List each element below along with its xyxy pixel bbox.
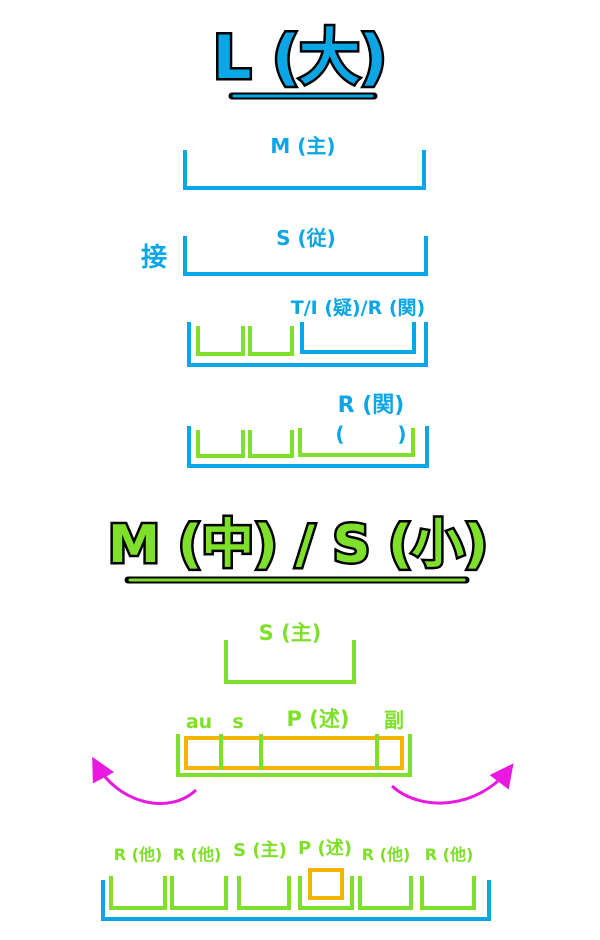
s-label: s <box>232 711 243 733</box>
row3-slot-3 <box>300 322 416 354</box>
bottom-slot-1 <box>109 876 167 910</box>
row4-slot-1 <box>196 430 245 458</box>
aux-label: au <box>186 711 212 733</box>
row4-slot-2 <box>248 430 294 458</box>
relative-paren-open: ( <box>335 422 344 446</box>
adverb-label: 副 <box>384 708 404 732</box>
bottom-slot-2 <box>170 876 228 910</box>
row3-slot-2 <box>248 326 294 356</box>
bottom-slot-5 <box>358 876 413 910</box>
predicate-row-orange-box <box>184 736 404 770</box>
right-expand-arrow <box>390 763 514 805</box>
subject-bracket <box>224 640 356 684</box>
predicate-row-outer-bracket <box>176 734 412 777</box>
main-clause-label: M (主) <box>270 134 335 158</box>
bottom-label-6: R (他) <box>425 845 474 864</box>
subordinate-clause-label: S (従) <box>276 226 336 250</box>
section-large-title: L (大) <box>211 21 389 100</box>
medium-title-text: M (中) / S (小) <box>108 515 488 575</box>
bottom-label-4: P (述) <box>298 838 352 859</box>
bottom-slot-6 <box>420 876 476 910</box>
subject-label: S (主) <box>259 621 322 645</box>
large-title-text: L (大) <box>213 23 387 93</box>
predicate-label: P (述) <box>287 707 350 731</box>
bottom-predicate-orange-box <box>308 868 344 900</box>
bottom-label-1: R (他) <box>114 845 163 864</box>
interrogative-relative-label: T/I (疑)/R (関) <box>291 297 426 319</box>
section-medium-title: M (中) / S (小) <box>106 513 490 584</box>
row3-slot-1 <box>196 326 245 356</box>
row4-slot-3 <box>298 428 415 457</box>
bottom-slot-4 <box>298 876 354 910</box>
bottom-label-2: R (他) <box>173 845 222 864</box>
row3-outer-bracket <box>187 322 428 367</box>
bottom-label-5: R (他) <box>362 845 411 864</box>
relative-paren-close: ) <box>397 422 406 446</box>
bottom-slot-3 <box>237 876 291 910</box>
row4-outer-bracket <box>187 426 429 468</box>
subordinate-clause-bracket <box>183 236 428 276</box>
main-clause-bracket <box>183 150 426 190</box>
bottom-outer-bracket <box>101 880 491 921</box>
bottom-label-3: S (主) <box>233 839 287 861</box>
conjunction-label: 接 <box>141 243 167 273</box>
left-expand-arrow <box>92 756 198 805</box>
relative-label: R (関) <box>338 393 405 418</box>
